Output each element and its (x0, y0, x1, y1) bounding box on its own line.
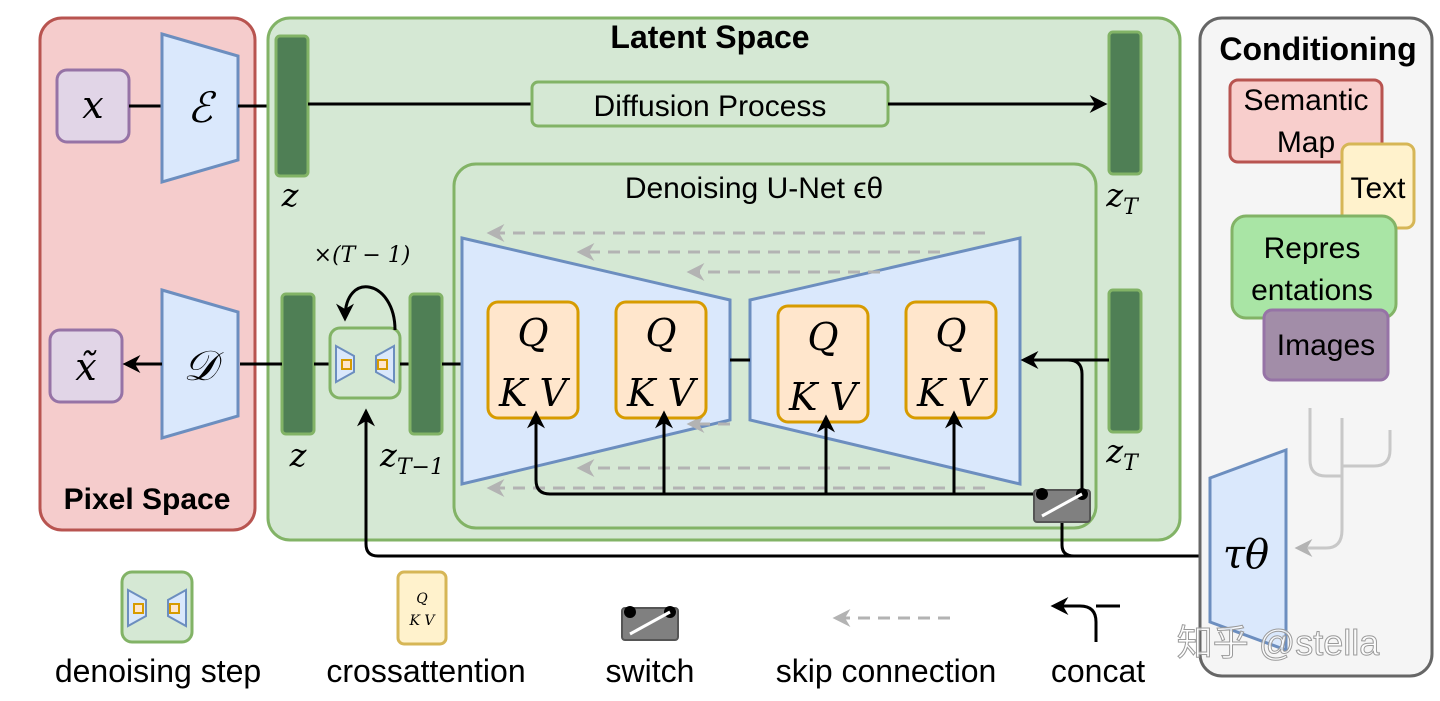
svg-text:Q: Q (935, 311, 966, 355)
semantic-map-label-2: Map (1277, 126, 1335, 159)
legend-denoising-step-icon (120, 570, 194, 644)
legend-crossattention-label: crossattention (326, 653, 525, 689)
encoder-label: ℰ (187, 83, 217, 132)
output-x-tilde-label: x̃ (75, 345, 96, 389)
svg-text:Q: Q (517, 311, 548, 355)
semantic-map-card (1228, 78, 1384, 164)
images-card (1262, 308, 1390, 382)
legend-crossattention-icon: Q K V (396, 570, 448, 646)
representations-label-2: entations (1251, 274, 1373, 307)
zT-latent-bar-top (1107, 30, 1143, 176)
zT-1-latent-bar (408, 292, 444, 436)
svg-text:K V: K V (916, 371, 988, 415)
repeat-label: ×(T − 1) (314, 243, 411, 268)
svg-text:Q: Q (645, 311, 676, 355)
encoder-block (160, 32, 240, 184)
svg-text:Q: Q (416, 591, 428, 607)
pixel-space-label: Pixel Space (64, 483, 231, 516)
svg-text:Q: Q (807, 315, 838, 359)
tau-label: τθ (1223, 532, 1269, 578)
svg-text:K V: K V (788, 375, 860, 419)
legend-switch-icon (621, 606, 679, 641)
diffusion-process-label: Diffusion Process (594, 90, 827, 123)
legend-skip-connection-label: skip connection (776, 653, 997, 689)
zT-latent-bar-bottom (1107, 288, 1143, 434)
unet-title: Denoising U-Net ϵθ (625, 172, 883, 205)
repeat-loop-arrow (336, 285, 397, 331)
images-card-label: Images (1277, 329, 1375, 362)
text-card-label: Text (1350, 172, 1406, 205)
z-latent-bar-bottom (280, 292, 316, 436)
latent-space-label: Latent Space (610, 19, 809, 55)
conditioning-routing (357, 358, 1210, 558)
qkv-block-4: Q K V (904, 300, 998, 420)
legend-concat-label: concat (1051, 653, 1145, 689)
input-x-label: x (82, 83, 103, 127)
z-latent-bar-top (274, 34, 310, 178)
conditioning-merge-lines (1294, 408, 1392, 557)
svg-text:K V: K V (498, 371, 570, 415)
qkv-block-3: Q K V (776, 304, 870, 424)
qkv-block-1: Q K V (486, 300, 580, 420)
qkv-block-2: Q K V (614, 300, 708, 420)
switch-icon (1033, 488, 1091, 523)
legend-switch-label: switch (606, 653, 695, 689)
legend-concat-icon (1050, 597, 1098, 642)
output-x-tilde-box (48, 328, 124, 404)
z-label-bottom: z (289, 436, 308, 474)
skip-connections (486, 224, 985, 497)
watermark: 知乎 @stella (1177, 622, 1381, 663)
semantic-map-label-1: Semantic (1243, 84, 1368, 117)
representations-label-1: Repres (1264, 232, 1361, 265)
decoder-block (160, 288, 240, 440)
svg-text:K V: K V (626, 371, 698, 415)
svg-text:K V: K V (408, 613, 436, 629)
z-label-top: z (281, 176, 300, 214)
tau-encoder-block (1208, 447, 1288, 653)
conditioning-label: Conditioning (1219, 31, 1416, 67)
legend-denoising-step-label: denoising step (55, 653, 261, 689)
